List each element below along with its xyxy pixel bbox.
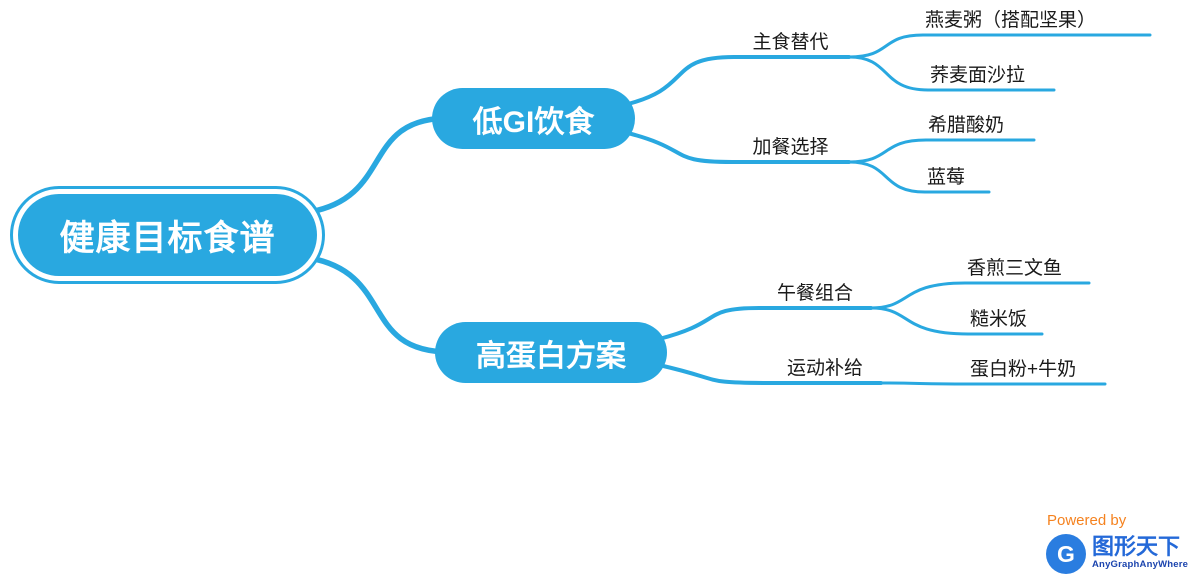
branch-node-low-gi[interactable]: 低GI饮食: [432, 88, 635, 149]
subtopic-lunch-combo[interactable]: 午餐组合: [776, 283, 853, 304]
brand-logo-circle: [1046, 534, 1086, 574]
leaf-protein-milk[interactable]: 蛋白粉+牛奶: [970, 359, 1077, 380]
edge-lunch-to-rice: [869, 306, 1044, 336]
brand-logo-letter: G: [1057, 541, 1075, 567]
leaf-greek-yogurt[interactable]: 希腊酸奶: [928, 115, 1005, 136]
powered-by-label: Powered by: [1047, 512, 1127, 529]
brand-block[interactable]: G 图形天下 AnyGraphAnyWhere: [1046, 534, 1188, 574]
edge-root-to-high-protein: [307, 255, 453, 355]
leaf-brown-rice[interactable]: 糙米饭: [970, 309, 1028, 330]
subtopic-snack-choice[interactable]: 加餐选择: [752, 137, 829, 158]
subtopic-workout-supply[interactable]: 运动补给: [786, 358, 863, 379]
branch-node-high-protein[interactable]: 高蛋白方案: [435, 322, 667, 383]
edge-lunch-to-salmon: [869, 281, 1091, 310]
brand-name[interactable]: 图形天下: [1092, 534, 1181, 559]
leaf-oatmeal-nuts[interactable]: 燕麦粥（搭配坚果）: [925, 10, 1097, 31]
root-node-label: 健康目标食谱: [18, 194, 317, 276]
leaf-salmon[interactable]: 香煎三文鱼: [967, 258, 1063, 279]
edge-protein-to-workout: [657, 363, 883, 385]
root-node[interactable]: 健康目标食谱: [10, 186, 325, 284]
edge-protein-to-lunch: [657, 306, 873, 341]
edge-staple-to-oatmeal: [847, 33, 1152, 59]
edge-workout-to-protein: [879, 381, 1107, 386]
brand-text: 图形天下 AnyGraphAnyWhere: [1092, 534, 1188, 570]
edge-root-to-low-gi: [307, 115, 453, 215]
leaf-buckwheat-salad[interactable]: 荞麦面沙拉: [930, 65, 1026, 86]
edge-lowgi-to-staple: [622, 55, 851, 107]
leaf-blueberry[interactable]: 蓝莓: [927, 167, 966, 188]
edge-staple-to-buckwheat: [847, 55, 1056, 92]
brand-subtitle: AnyGraphAnyWhere: [1092, 559, 1189, 571]
subtopic-staple-substitute[interactable]: 主食替代: [752, 32, 829, 53]
edge-snack-to-blueberry: [847, 160, 991, 194]
brand-logo-icon[interactable]: G: [1046, 534, 1086, 574]
edge-snack-to-yogurt: [847, 138, 1036, 164]
edge-lowgi-to-snack: [622, 130, 851, 164]
